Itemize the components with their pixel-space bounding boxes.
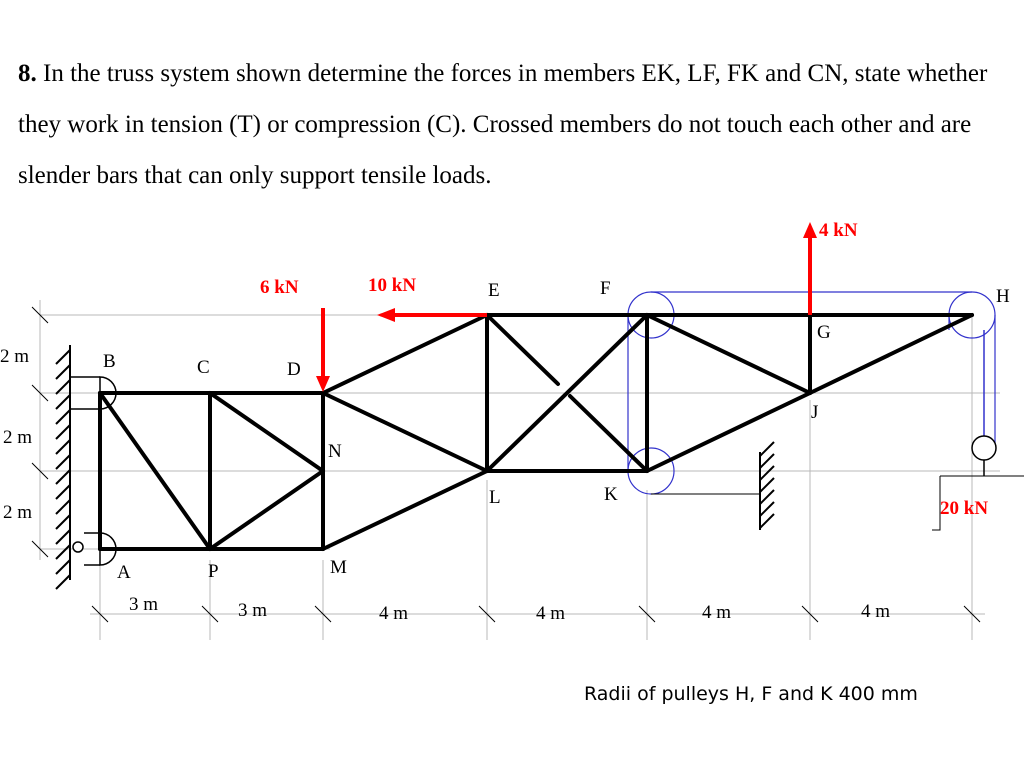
hanging-weight (932, 330, 1024, 531)
node-label-a: A (117, 562, 131, 583)
pulley-radius-note: Radii of pulleys H, F and K 400 mm (584, 683, 918, 705)
support-k (759, 441, 775, 530)
dim-vertical-3: 2 m (3, 502, 32, 523)
node-label-j: J (811, 402, 818, 423)
node-label-f: F (600, 278, 611, 299)
dim-horizontal-3: 4 m (379, 603, 408, 624)
wall-support (55, 345, 71, 590)
truss-members (98, 313, 974, 551)
dimension-ticks (31, 306, 981, 623)
problem-text: In the truss system shown determine the … (18, 60, 988, 189)
load-label-4kn: 4 kN (819, 220, 858, 241)
node-label-n: N (328, 441, 342, 462)
node-label-c: C (197, 357, 210, 378)
node-label-k: K (604, 484, 618, 505)
dim-horizontal-1: 3 m (129, 594, 158, 615)
node-label-l: L (489, 487, 501, 508)
dim-vertical-2: 2 m (3, 427, 32, 448)
node-label-d: D (287, 359, 301, 380)
node-label-h: H (996, 286, 1010, 307)
load-label-10kn: 10 kN (368, 275, 416, 296)
node-label-p: P (208, 561, 219, 582)
node-label-g: G (817, 322, 831, 343)
dim-horizontal-4: 4 m (536, 603, 565, 624)
dim-vertical-1: 2 m (0, 346, 29, 367)
node-label-e: E (488, 280, 500, 301)
dim-horizontal-2: 3 m (238, 600, 267, 621)
dim-horizontal-5: 4 m (702, 602, 731, 623)
load-arrows (316, 222, 817, 392)
problem-statement: 8. In the truss system shown determine t… (18, 48, 1008, 201)
load-label-6kn: 6 kN (260, 277, 299, 298)
node-label-b: B (103, 351, 116, 372)
load-label-20kn: 20 kN (940, 498, 988, 519)
dim-horizontal-6: 4 m (861, 601, 890, 622)
node-label-m: M (330, 557, 347, 578)
problem-number: 8. (18, 60, 37, 87)
